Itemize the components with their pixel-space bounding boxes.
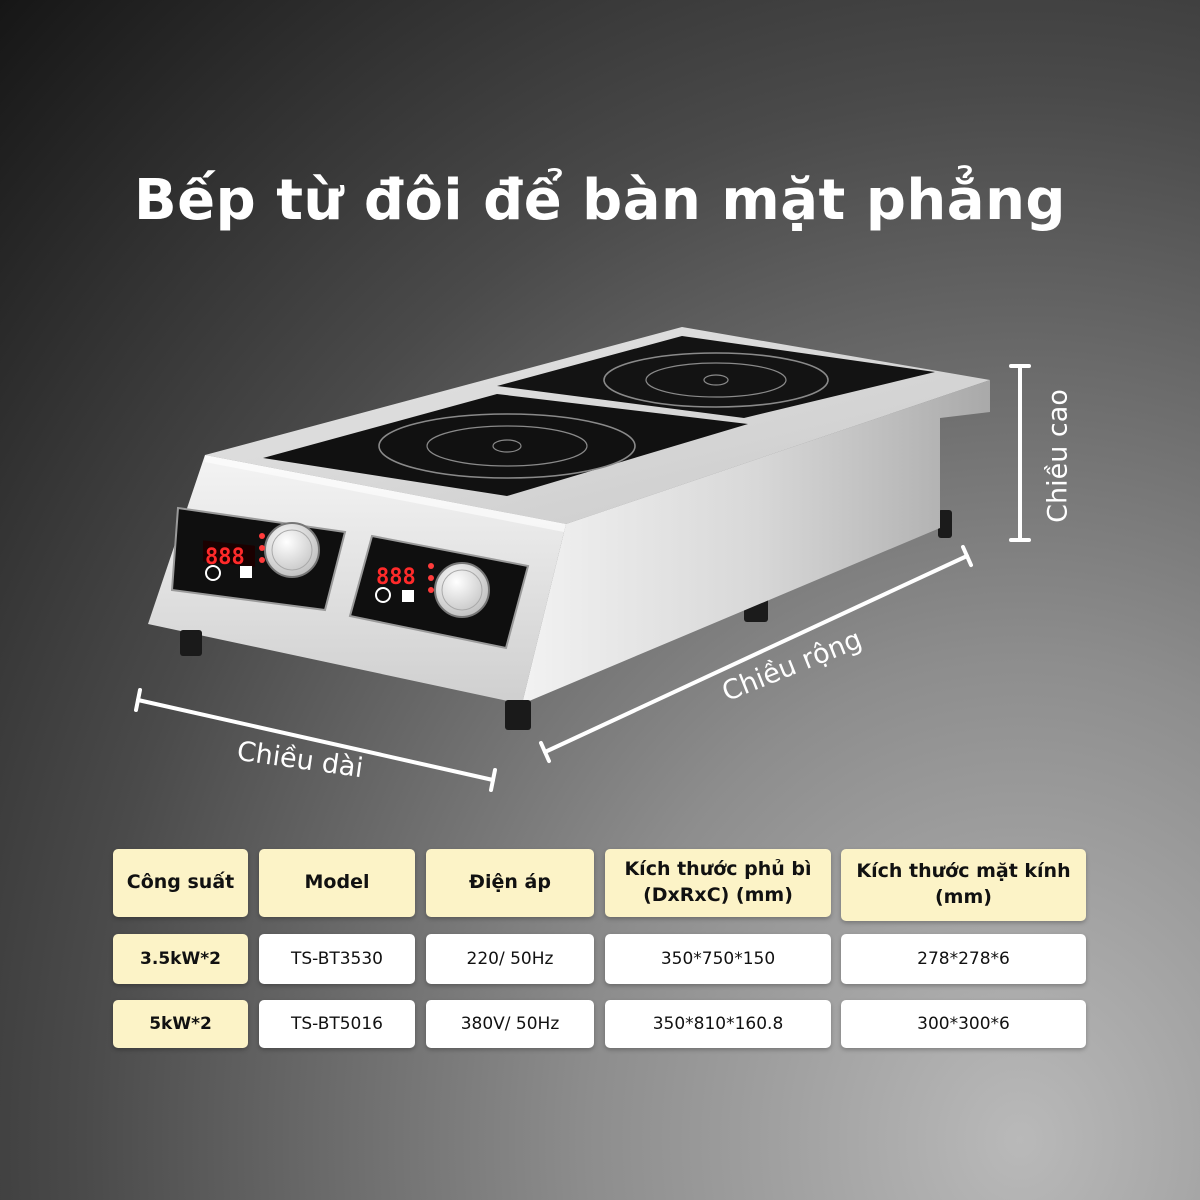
header-kich-thuoc-mat-kinh: Kích thước mặt kính (mm) (841, 849, 1086, 921)
display-right: 888 (376, 565, 416, 590)
height-dimension-line (1009, 364, 1031, 542)
header-kich-thuoc-phu-bi: Kích thước phủ bì (DxRxC) (mm) (605, 849, 831, 917)
table-row-1-voltage: 220/ 50Hz (426, 934, 594, 984)
table-row-2-overall-size: 350*810*160.8 (605, 1000, 831, 1048)
power-icon (205, 565, 221, 581)
table-row-2-power: 5kW*2 (113, 1000, 248, 1048)
front-foot-right (505, 700, 531, 730)
table-row-1-glass-size: 278*278*6 (841, 934, 1086, 984)
cooktop-illustration: 888 888 (134, 327, 1031, 792)
header-cong-suat: Công suất (113, 849, 248, 917)
height-label: Chiều cao (1042, 389, 1074, 523)
back-foot-right (938, 510, 952, 538)
length-dimension-line (134, 688, 497, 792)
knob-left (264, 522, 320, 578)
cooktop-front-face (148, 455, 566, 704)
glass-panel-back (497, 336, 935, 418)
cooktop-right-side (522, 380, 990, 704)
cooking-ring-back (603, 352, 829, 408)
table-row-1-power: 3.5kW*2 (113, 934, 248, 984)
front-foot-left (180, 630, 202, 656)
header-model: Model (259, 849, 415, 917)
table-row-2-glass-size: 300*300*6 (841, 1000, 1086, 1048)
table-row-1-model: TS-BT3530 (259, 934, 415, 984)
header-dien-ap: Điện áp (426, 849, 594, 917)
table-row-1-overall-size: 350*750*150 (605, 934, 831, 984)
glass-panel-front (263, 394, 748, 496)
cooking-ring-front (378, 413, 636, 479)
control-panel-right: 888 (348, 534, 530, 650)
control-panel-left: 888 (170, 506, 347, 612)
table-row-2-model: TS-BT5016 (259, 1000, 415, 1048)
knob-right (434, 562, 490, 618)
width-dimension-line (539, 545, 973, 763)
page-title: Bếp từ đôi để bàn mặt phẳng (133, 168, 1067, 233)
table-row-2-voltage: 380V/ 50Hz (426, 1000, 594, 1048)
